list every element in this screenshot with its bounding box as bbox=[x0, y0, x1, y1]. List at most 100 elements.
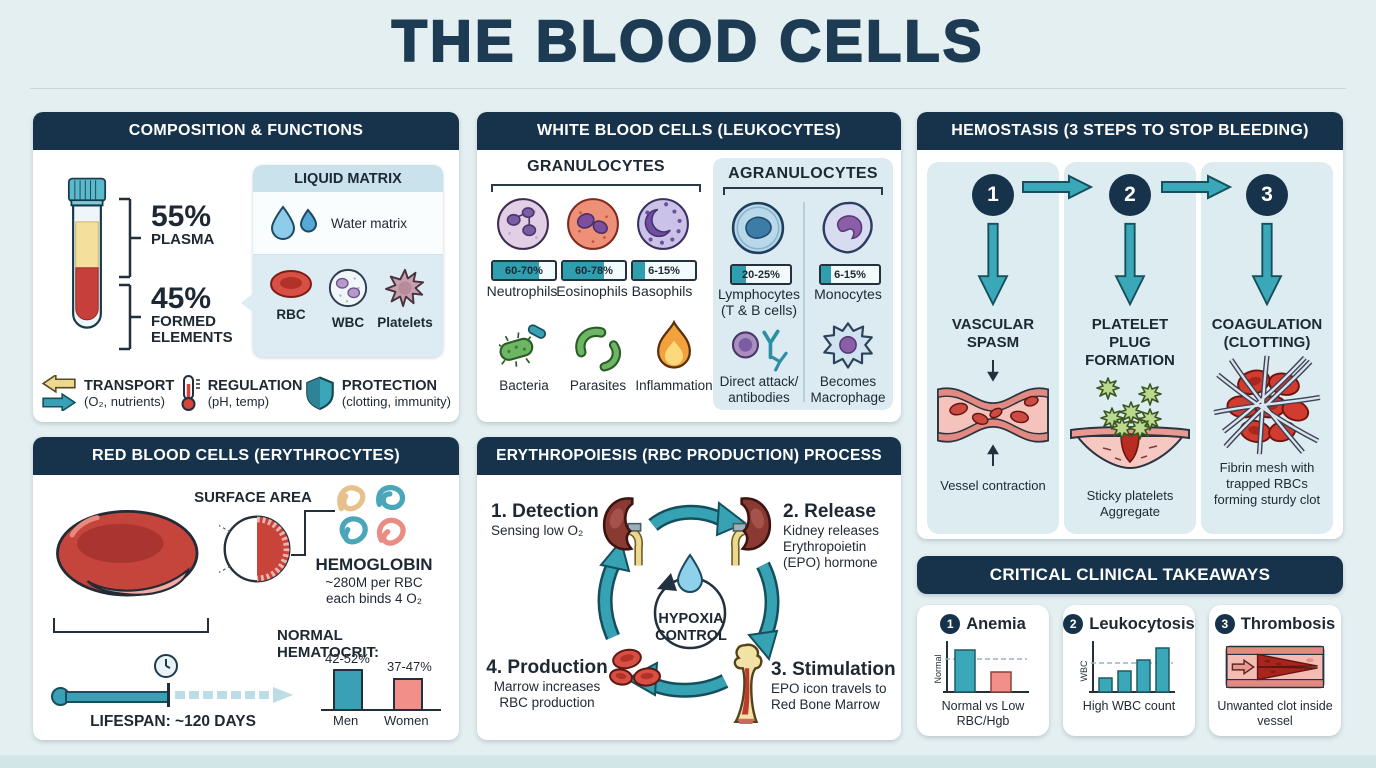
anemia-card: 1 Anemia Normal Normal vs Low RBC/Hgb bbox=[917, 605, 1049, 736]
lifespan-label: LIFESPAN: ~120 DAYS bbox=[90, 713, 256, 730]
step1-title: VASCULAR SPASM bbox=[951, 316, 1035, 351]
protection-item: PROTECTION (clotting, immunity) bbox=[305, 374, 451, 412]
lymphocytes-label: Lymphocytes (T & B cells) bbox=[718, 286, 800, 318]
rbc-cluster-icon bbox=[609, 648, 661, 687]
eosinophils-label: Eosinophils bbox=[556, 283, 628, 299]
step3-caption: Fibrin mesh with trapped RBCs forming st… bbox=[1213, 460, 1321, 507]
water-matrix-label: Water matrix bbox=[331, 215, 408, 231]
anemia-chart: Normal bbox=[933, 641, 1029, 693]
anemia-caption: Normal vs Low RBC/Hgb bbox=[941, 699, 1025, 728]
anemia-number: 1 bbox=[940, 614, 961, 634]
plasma-stat: 55% PLASMA bbox=[151, 202, 214, 248]
plasma-bracket bbox=[119, 197, 141, 279]
basophils-pct: 6-15% bbox=[648, 264, 680, 277]
monocytes-pct: 6-15% bbox=[834, 268, 866, 281]
leukocytosis-card: 2 Leukocytosis WBC High WBC count bbox=[1063, 605, 1195, 736]
men-bar bbox=[333, 669, 363, 711]
hematocrit-baseline bbox=[321, 709, 441, 711]
monocyte-icon bbox=[822, 201, 873, 254]
title-divider bbox=[30, 88, 1346, 89]
macrophage-icon bbox=[823, 322, 873, 369]
basophils-badge: 6-15% bbox=[631, 260, 697, 281]
epo-step-2: 2. Release Kidney releases Erythropoieti… bbox=[783, 501, 895, 571]
step2-number: 2 bbox=[1109, 174, 1151, 216]
parasites-icon bbox=[575, 326, 621, 372]
rbc-label: RBC bbox=[276, 307, 306, 322]
rbc-measure-bracket bbox=[53, 618, 209, 633]
thrombosis-card: 3 Thrombosis Unwanted clot inside vessel bbox=[1209, 605, 1341, 736]
agranulocytes-divider bbox=[803, 202, 805, 402]
step2-caption: Sticky platelets Aggregate bbox=[1086, 488, 1174, 519]
basophil-icon bbox=[637, 198, 689, 250]
composition-panel: COMPOSITION & FUNCTIONS 55% bbox=[33, 112, 459, 422]
regulation-title: REGULATION bbox=[207, 377, 303, 394]
formed-percent: 45% bbox=[151, 282, 212, 315]
platelets-label: Platelets bbox=[377, 315, 433, 330]
epo-step2-sub: Kidney releases Erythropoietin (EPO) hor… bbox=[783, 523, 880, 570]
vessel-spasm-illustration bbox=[937, 359, 1049, 467]
granulocytes-bracket bbox=[491, 184, 701, 192]
wbc-label: WBC bbox=[331, 315, 365, 330]
wbc-header: WHITE BLOOD CELLS (LEUKOCYTES) bbox=[477, 112, 901, 150]
thermometer-icon bbox=[181, 375, 200, 411]
agranulocytes-title: AGRANULOCYTES bbox=[728, 165, 878, 182]
formed-elements-row: RBC WBC bbox=[253, 255, 443, 330]
agranulocytes-box: AGRANULOCYTES 20-25% 6-15% bbox=[713, 158, 893, 410]
epo-step-1: 1. Detection Sensing low O₂ bbox=[491, 501, 603, 539]
right-arrow-icon bbox=[1022, 174, 1094, 200]
thrombosis-caption: Unwanted clot inside vessel bbox=[1217, 699, 1333, 728]
takeaways-cards: 1 Anemia Normal Normal vs Low RBC/Hgb 2 … bbox=[917, 605, 1343, 736]
transport-arrows-icon bbox=[41, 375, 77, 411]
transport-title: TRANSPORT bbox=[84, 377, 175, 394]
parasites-label: Parasites bbox=[569, 378, 627, 393]
clock-icon bbox=[154, 654, 178, 678]
hematocrit-chart: 42-52% 37-47% Men Women bbox=[321, 651, 447, 733]
wbc-item: WBC bbox=[320, 267, 376, 330]
timeline-fade-arrow bbox=[175, 687, 293, 703]
women-range: 37-47% bbox=[387, 659, 432, 674]
lymphocyte-icon bbox=[731, 201, 785, 255]
plasma-percent: 55% bbox=[151, 200, 212, 233]
step2-title: PLATELET PLUG FORMATION bbox=[1085, 316, 1175, 369]
regulation-sub: (pH, temp) bbox=[207, 393, 270, 409]
down-arrow-icon bbox=[1251, 222, 1283, 307]
down-arrow-icon bbox=[977, 222, 1009, 307]
hypoxia-control-circle-icon bbox=[653, 553, 727, 650]
monocytes-label: Monocytes bbox=[814, 286, 882, 302]
eosinophil-icon bbox=[567, 198, 619, 250]
neutrophil-icon bbox=[497, 198, 549, 250]
leukocytosis-title: Leukocytosis bbox=[1089, 614, 1195, 633]
eosinophils-pct: 60-78% bbox=[575, 264, 613, 277]
anemia-title: Anemia bbox=[966, 614, 1026, 633]
bone-icon bbox=[733, 643, 763, 724]
thrombosis-illustration bbox=[1225, 645, 1325, 689]
thrombosis-title: Thrombosis bbox=[1240, 614, 1336, 633]
protection-sub: (clotting, immunity) bbox=[341, 393, 451, 409]
water-drops-icon bbox=[270, 205, 318, 240]
down-arrow-icon bbox=[1114, 222, 1146, 307]
bacteria-icon bbox=[499, 324, 547, 367]
hemoglobin-connector-line bbox=[291, 510, 335, 556]
regulation-item: REGULATION (pH, temp) bbox=[177, 374, 303, 412]
rbc-large-illustration bbox=[56, 509, 199, 597]
wbc-icon bbox=[328, 268, 368, 308]
epo-step-3: 3. Stimulation EPO icon travels to Red B… bbox=[771, 659, 897, 713]
women-label: Women bbox=[384, 713, 429, 728]
women-bar bbox=[393, 678, 423, 711]
hemostasis-header: HEMOSTASIS (3 STEPS TO STOP BLEEDING) bbox=[917, 112, 1343, 150]
protection-title: PROTECTION bbox=[341, 377, 437, 394]
takeaways-panel: CRITICAL CLINICAL TAKEAWAYS bbox=[917, 556, 1343, 594]
hemostasis-step-3: 3 COAGULATION (CLOTTING) bbox=[1201, 162, 1333, 534]
rbc-panel: RED BLOOD CELLS (ERYTHROCYTES) SURFACE A… bbox=[33, 437, 459, 740]
agranulocytes-bracket bbox=[723, 187, 883, 195]
water-matrix-row: Water matrix bbox=[253, 192, 443, 255]
eosinophils-badge: 60-78% bbox=[561, 260, 627, 281]
epo-step4-title: 4. Production bbox=[486, 657, 608, 678]
takeaways-header: CRITICAL CLINICAL TAKEAWAYS bbox=[917, 556, 1343, 594]
hemoglobin-molecule-icon bbox=[337, 485, 406, 546]
men-label: Men bbox=[333, 713, 359, 728]
anemia-axis-label: Normal bbox=[933, 654, 943, 683]
hematocrit-title: NORMAL HEMATOCRIT: bbox=[277, 627, 379, 661]
hemoglobin-block: HEMOGLOBIN ~280M per RBC each binds 4 O₂ bbox=[301, 555, 447, 607]
